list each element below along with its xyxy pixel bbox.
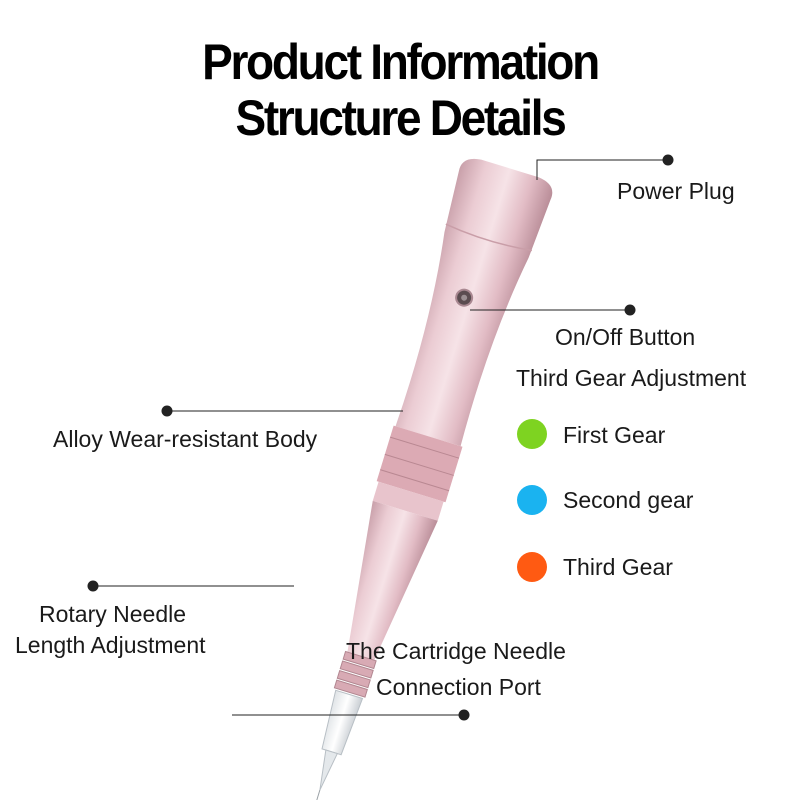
leader-dot-icon xyxy=(458,709,470,721)
second-gear-label: Second gear xyxy=(563,487,694,513)
leader-dot-icon xyxy=(161,405,173,417)
rotary-adjustment-section xyxy=(347,500,438,661)
third-gear-adjustment-label: Third Gear Adjustment xyxy=(516,365,747,391)
on-off-button-label: On/Off Button xyxy=(555,324,696,350)
cartridge-port xyxy=(321,689,364,756)
alloy-body-label: Alloy Wear-resistant Body xyxy=(53,426,318,452)
leader-dot-icon xyxy=(624,304,636,316)
title-line-2: Structure Details xyxy=(235,90,566,146)
cartridge-label-line-1: The Cartridge Needle xyxy=(346,638,566,664)
leader-dots xyxy=(87,154,674,721)
pen xyxy=(315,158,553,800)
title-line-1: Product Information xyxy=(202,34,600,90)
first-gear-dot-icon xyxy=(517,419,547,449)
third-gear-dot-icon xyxy=(517,552,547,582)
power-plug-label: Power Plug xyxy=(617,178,735,204)
first-gear-label: First Gear xyxy=(563,422,666,448)
power-plug-leader xyxy=(536,159,668,180)
third-gear-label: Third Gear xyxy=(563,554,673,580)
leader-dot-icon xyxy=(662,154,674,166)
cartridge-label-line-2: Connection Port xyxy=(376,674,541,700)
leader-lines xyxy=(93,159,668,716)
rotary-needle-label-line-1: Rotary Needle xyxy=(39,601,187,627)
alloy-body xyxy=(395,158,553,447)
knurled-collar xyxy=(376,425,463,503)
second-gear-dot-icon xyxy=(517,485,547,515)
rotary-needle-label-line-2: Length Adjustment xyxy=(15,632,206,658)
leader-dot-icon xyxy=(87,580,99,592)
